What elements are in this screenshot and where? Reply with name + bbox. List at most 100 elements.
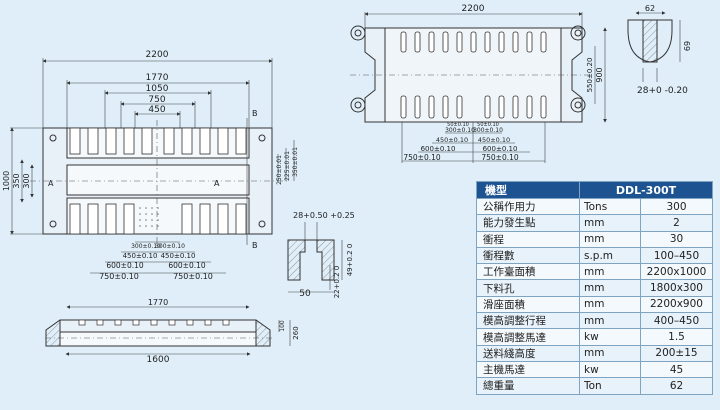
dim-62: 62 bbox=[645, 4, 655, 13]
dim-1770: 1770 bbox=[146, 73, 169, 83]
section-b-top: B bbox=[252, 109, 258, 118]
spec-label: 工作臺面積 bbox=[476, 263, 580, 281]
dim-49: 49+0.2 0 bbox=[346, 244, 354, 277]
spec-label: 公稱作用力 bbox=[476, 197, 580, 216]
spec-value: 1800x300 bbox=[640, 279, 713, 297]
dim-100: 100 bbox=[279, 320, 286, 332]
spec-label: 下料孔 bbox=[476, 279, 580, 297]
dim-s600-r: 600±0.10 bbox=[483, 145, 518, 153]
spec-unit: kw bbox=[579, 328, 641, 346]
dim-s300-r: 300±0.10 bbox=[473, 127, 503, 134]
spec-unit: mm bbox=[579, 295, 641, 314]
spec-label: 送料綫高度 bbox=[476, 344, 580, 362]
dim-28-050: 28+0.50 +0.25 bbox=[293, 211, 355, 220]
spec-label: 能力發生點 bbox=[476, 214, 580, 232]
dim-1600: 1600 bbox=[147, 355, 170, 365]
dim-b600-l: 600±0.10 bbox=[106, 261, 144, 270]
spec-label: 衝程 bbox=[476, 230, 580, 248]
dim-28-tol: 28+0 -0.20 bbox=[637, 86, 688, 96]
spec-unit: mm bbox=[579, 214, 641, 232]
spec-label: 主機馬達 bbox=[476, 360, 580, 379]
spec-unit: mm bbox=[579, 263, 641, 281]
dim-b300-r: 300±0.10 bbox=[155, 243, 185, 250]
spec-value: 2 bbox=[640, 214, 713, 232]
spec-value: 200±15 bbox=[640, 344, 713, 362]
slide-view: 2200 900 550 bbox=[350, 4, 607, 163]
spec-value: 1.5 bbox=[640, 328, 713, 346]
dim-750: 750 bbox=[148, 95, 165, 105]
dim-s750-r: 750±0.10 bbox=[481, 153, 519, 162]
spec-value: 100–450 bbox=[640, 246, 713, 265]
dim-s750-l: 750±0.10 bbox=[403, 153, 441, 162]
spec-unit: mm bbox=[579, 279, 641, 297]
section-a-right: A bbox=[214, 179, 220, 188]
dim-260: 260 bbox=[292, 326, 300, 339]
spec-header-value: DDL-300T bbox=[579, 181, 713, 199]
spec-label: 模高調整行程 bbox=[476, 312, 580, 330]
dim-s450-l: 450±0.10 bbox=[436, 136, 468, 144]
spec-label: 總重量 bbox=[476, 377, 580, 395]
dim-300: 300 bbox=[22, 173, 31, 188]
slot-detail: 28+0.50 +0.25 50 49+0.2 0 22+0.2 0 bbox=[287, 211, 355, 299]
spec-unit: Tons bbox=[579, 197, 641, 216]
dim-550: 550±0.20 bbox=[586, 58, 594, 93]
dim-b600-r: 600±0.10 bbox=[168, 261, 206, 270]
section-b-bottom: B bbox=[252, 241, 258, 250]
spec-unit: mm bbox=[579, 230, 641, 248]
dim-s600-l: 600±0.10 bbox=[421, 145, 456, 153]
spec-label: 衝程數 bbox=[476, 246, 580, 265]
dim-22: 22+0.2 0 bbox=[333, 266, 341, 299]
dim-69: 69 bbox=[683, 41, 692, 51]
spec-value: 62 bbox=[640, 377, 713, 395]
dim-b450-r: 450±0.10 bbox=[161, 252, 196, 260]
dim-s450-r: 450±0.10 bbox=[478, 136, 510, 144]
spec-value: 45 bbox=[640, 360, 713, 379]
front-view: 1770 1600 100 260 bbox=[45, 298, 300, 365]
tslot-detail: 62 69 28+0 -0.20 bbox=[627, 4, 692, 96]
dim-b300-l: 300±0.10 bbox=[131, 243, 161, 250]
corner-bolts bbox=[350, 25, 586, 113]
spec-unit: mm bbox=[579, 312, 641, 330]
spec-unit: mm bbox=[579, 344, 641, 362]
dim-250: 250±0.01 bbox=[276, 155, 283, 185]
spec-value: 30 bbox=[640, 230, 713, 248]
dim-s300-l: 300±0.10 bbox=[445, 127, 475, 134]
spec-value: 2200x900 bbox=[640, 295, 713, 314]
dim-front-1770: 1770 bbox=[148, 298, 168, 307]
spec-value: 300 bbox=[640, 197, 713, 216]
spec-unit: kw bbox=[579, 360, 641, 379]
dim-50: 50 bbox=[299, 289, 311, 299]
spec-label: 滑座面積 bbox=[476, 295, 580, 314]
dim-900: 900 bbox=[595, 67, 604, 82]
spec-unit: s.p.m bbox=[579, 246, 641, 265]
spec-unit: Ton bbox=[579, 377, 641, 395]
dim-1050: 1050 bbox=[146, 84, 169, 94]
dim-350: 350 bbox=[12, 173, 21, 188]
dim-1000: 1000 bbox=[2, 171, 11, 191]
dim-s50-r: 50±0.10 bbox=[477, 122, 499, 128]
dim-350b: 350±0.01 bbox=[292, 147, 299, 177]
dim-b450-l: 450±0.10 bbox=[123, 252, 158, 260]
dim-b750-l: 750±0.10 bbox=[99, 272, 139, 281]
dim-450: 450 bbox=[148, 105, 165, 115]
dim-b750-r: 750±0.10 bbox=[173, 272, 213, 281]
spec-value: 400–450 bbox=[640, 312, 713, 330]
dim-slide-2200: 2200 bbox=[462, 4, 485, 14]
dim-225: 225±0.01 bbox=[284, 151, 291, 181]
dim-s50-l: 50±0.10 bbox=[447, 122, 469, 128]
